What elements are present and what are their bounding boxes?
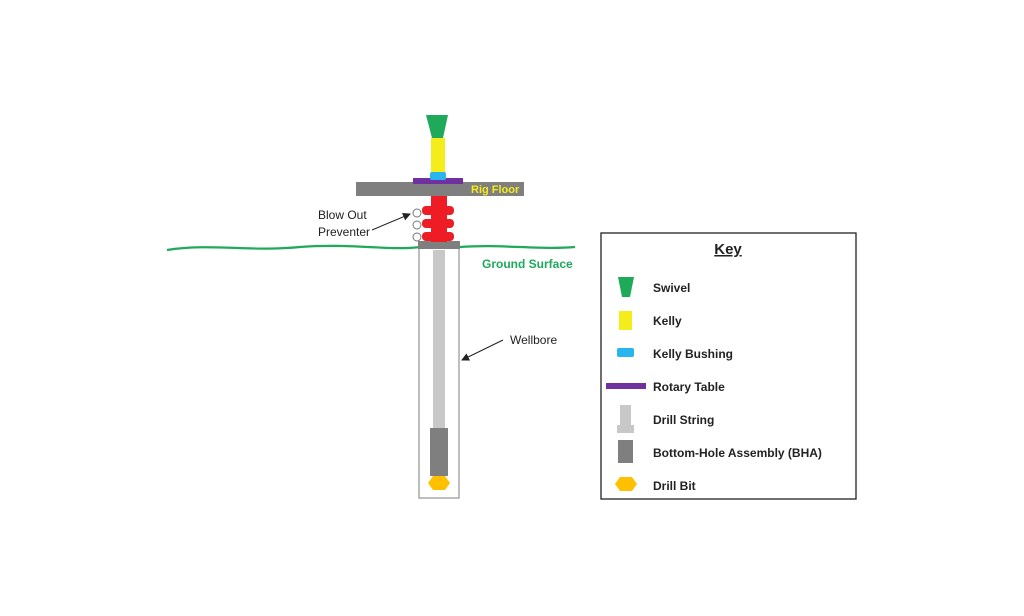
rig-floor-label: Rig Floor	[471, 184, 520, 196]
kelly	[431, 138, 445, 172]
bha-icon	[618, 440, 633, 463]
key-item-kelly-label: Kelly	[653, 314, 682, 328]
wellhead-cap	[418, 241, 460, 249]
drill-bit-icon	[615, 477, 637, 491]
kelly-bushing	[430, 172, 446, 180]
bop-arrow	[371, 213, 411, 231]
bop-label-line1: Blow Out	[318, 208, 367, 222]
ground-surface-line	[166, 244, 576, 252]
bottom-hole-assembly	[430, 428, 448, 476]
rotary-table	[413, 178, 463, 184]
swivel	[426, 115, 448, 138]
key-item-bha-label: Bottom-Hole Assembly (BHA)	[653, 446, 822, 460]
key-legend: Key Swivel Kelly Kelly Bushing Rotary Ta…	[600, 232, 857, 500]
key-box	[600, 232, 857, 500]
blow-out-preventer	[412, 196, 454, 242]
key-item-drill-string-label: Drill String	[653, 413, 714, 427]
rotary-table-icon	[606, 383, 646, 389]
swivel-icon	[618, 277, 634, 297]
key-item-rotary-table-label: Rotary Table	[653, 380, 725, 394]
rig-floor	[356, 182, 524, 196]
ground-surface-label: Ground Surface	[482, 257, 573, 271]
key-item-drill-bit-label: Drill Bit	[653, 479, 696, 493]
wellbore-arrow	[461, 339, 504, 361]
drill-bit	[428, 476, 450, 490]
drill-string	[433, 250, 445, 428]
key-item-swivel-label: Swivel	[653, 281, 690, 295]
kelly-bushing-icon	[617, 348, 634, 357]
key-title: Key	[714, 241, 742, 258]
drill-string-icon	[617, 405, 634, 433]
key-item-kelly-bushing-label: Kelly Bushing	[653, 347, 733, 361]
wellbore-label: Wellbore	[510, 333, 557, 347]
bop-label-line2: Preventer	[318, 225, 370, 239]
kelly-icon	[619, 311, 632, 330]
